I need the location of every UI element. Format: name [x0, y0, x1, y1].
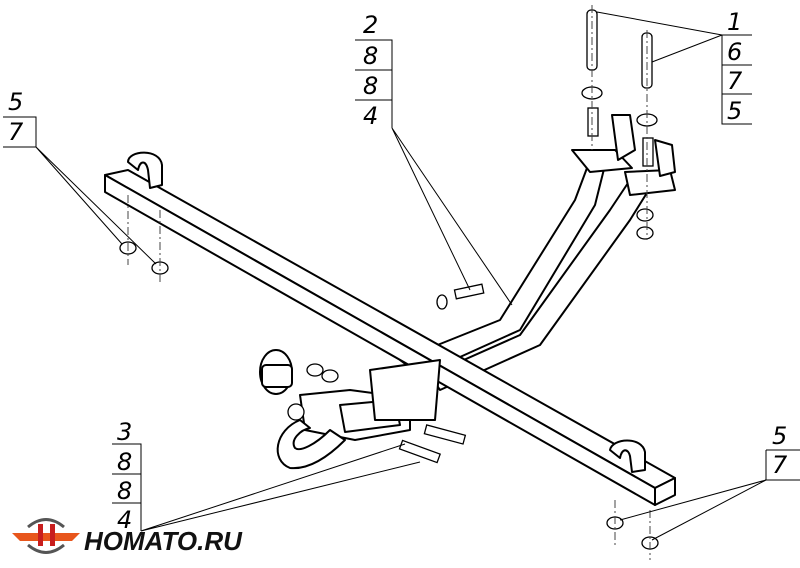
callout-label: 5	[772, 422, 787, 450]
callout-label: 7	[772, 451, 788, 479]
callout-label: 8	[117, 477, 132, 505]
callout-label: 5	[8, 88, 23, 116]
callout-label: 2	[363, 11, 378, 39]
callout-label: 6	[727, 38, 742, 66]
callout-bottom-right: 5 7	[619, 422, 800, 541]
callout-label: 1	[727, 8, 742, 36]
callout-label: 8	[363, 72, 378, 100]
callout-top-right: 1 6 7 5	[596, 8, 752, 125]
logo-text: HOMATO.RU	[84, 526, 243, 556]
callout-label: 3	[117, 418, 132, 446]
cross-beam	[104, 151, 676, 506]
callout-label: 8	[117, 448, 132, 476]
fasteners	[119, 5, 659, 560]
callout-label: 4	[363, 102, 378, 130]
ball-mount	[259, 349, 441, 470]
callout-label: 5	[727, 97, 742, 125]
callout-top-middle: 2 8 8 4	[355, 11, 513, 306]
homato-logo: HOMATO.RU	[12, 518, 243, 556]
callout-label: 8	[363, 42, 378, 70]
callout-left: 5 7	[3, 88, 157, 265]
callout-bottom-left: 3 8 8 4	[112, 418, 421, 534]
callout-label: 7	[8, 118, 24, 146]
callout-label: 4	[117, 506, 132, 534]
callout-label: 7	[727, 67, 743, 95]
